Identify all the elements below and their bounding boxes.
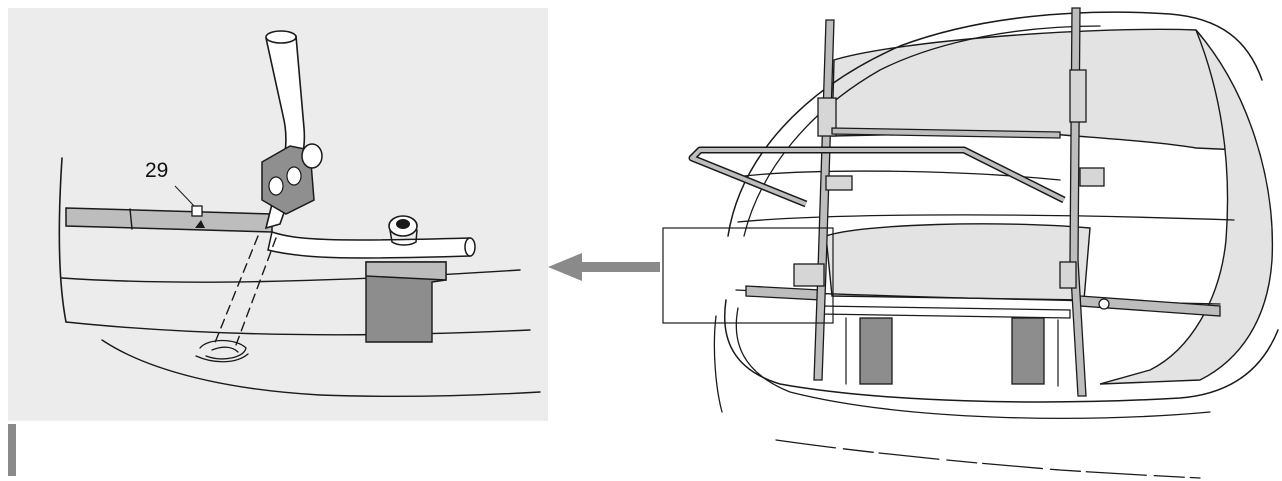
support-post-2 xyxy=(1011,317,1045,385)
overview-clip-2 xyxy=(1069,69,1087,123)
outer-shell-top xyxy=(727,11,1263,237)
sidebar-accent-bar xyxy=(8,424,16,476)
ground-line xyxy=(775,439,1201,479)
overview-handle-frame xyxy=(688,146,1066,208)
pipe-end xyxy=(464,237,476,257)
overview-grommet xyxy=(1098,298,1110,310)
overview-view xyxy=(662,7,1279,479)
interior-line-2 xyxy=(737,214,1235,223)
hidden-tube-dashed-1 xyxy=(213,235,259,346)
overview-handle-frame-fill xyxy=(690,148,1065,206)
outer-shell-lip-2 xyxy=(735,307,1211,420)
lower-panel xyxy=(825,223,1091,301)
callout-marker xyxy=(191,205,203,217)
overview-drain-hose xyxy=(745,285,823,301)
sill-bottom-curve xyxy=(101,339,541,398)
sill-lower-line xyxy=(65,321,531,336)
left-arrow-icon xyxy=(548,253,660,281)
overview-clip-6 xyxy=(1079,167,1105,187)
overview-clip-5 xyxy=(825,175,853,191)
outer-shell-lip xyxy=(713,315,723,413)
body-edge xyxy=(58,157,67,323)
overview-tube-left xyxy=(813,19,835,381)
detail-highlight-box xyxy=(662,227,834,324)
drain-outlet xyxy=(195,339,249,363)
overview-clip-1 xyxy=(817,97,837,137)
overview-clip-4 xyxy=(1059,261,1077,289)
tube-clip xyxy=(261,143,323,215)
hidden-tube-dashed-2 xyxy=(235,237,277,346)
callout-29: 29 xyxy=(145,159,205,228)
support-post-1 xyxy=(859,317,893,385)
overview-clip-3 xyxy=(793,263,825,287)
support-bracket xyxy=(365,261,447,343)
overview-bottom-pipe xyxy=(819,305,1071,319)
overview-crossbar xyxy=(831,127,1061,139)
callout-leader-line xyxy=(174,185,197,209)
callout-label: 29 xyxy=(145,159,168,182)
tube-top-opening xyxy=(265,30,297,44)
detail-view: 29 xyxy=(8,8,548,421)
outer-shell-bottom xyxy=(723,299,1279,403)
grommet xyxy=(388,215,418,246)
callout-pointer xyxy=(195,220,205,228)
outer-shell-inner xyxy=(743,25,1101,237)
hose-clamp-line xyxy=(129,208,133,230)
right-cap xyxy=(1099,29,1274,385)
